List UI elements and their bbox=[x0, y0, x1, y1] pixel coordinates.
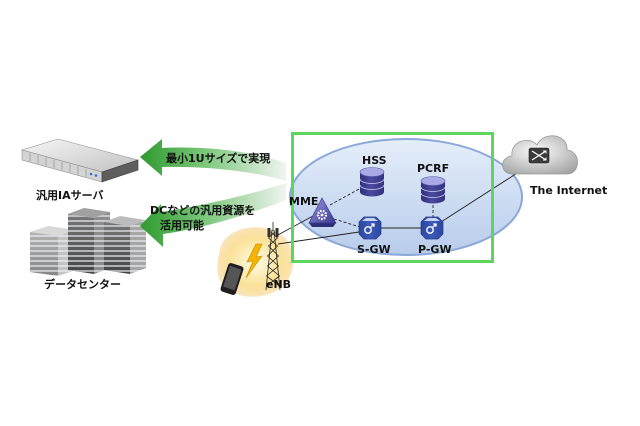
mme-label: MME bbox=[289, 195, 318, 208]
link-pgw-internet bbox=[440, 169, 523, 223]
switch-arrow bbox=[531, 150, 547, 161]
datacenter-buildings-icon bbox=[30, 208, 146, 276]
pgw-label: P-GW bbox=[418, 243, 452, 256]
tower-bracing bbox=[266, 231, 281, 287]
db-top bbox=[359, 167, 385, 177]
enb-area bbox=[217, 222, 294, 297]
server-led bbox=[94, 174, 98, 177]
switch-arrowhead bbox=[543, 150, 547, 154]
datacenter-label: データセンター bbox=[44, 277, 121, 291]
gw-symbol-arrowhead bbox=[433, 223, 437, 227]
link-mme-sgw bbox=[333, 218, 361, 228]
building-front-windows bbox=[104, 222, 130, 274]
db-top bbox=[420, 176, 446, 186]
db-stripe bbox=[420, 186, 446, 192]
gw-symbol-arrowhead bbox=[371, 223, 375, 227]
sgw-label: S-GW bbox=[357, 243, 391, 256]
hss-database-icon bbox=[359, 167, 385, 197]
server-led bbox=[89, 172, 93, 176]
server-drive-bays bbox=[29, 153, 87, 177]
pcrf-label: PCRF bbox=[417, 162, 449, 175]
arrow-general-resources-label-line1: DCなどの汎用資源を bbox=[150, 203, 255, 217]
tower-bracing bbox=[265, 231, 280, 287]
pcrf-database-icon bbox=[420, 176, 446, 204]
arrow-general-resources bbox=[140, 183, 286, 247]
cell-tower-icon bbox=[265, 222, 281, 291]
db-body bbox=[360, 172, 384, 192]
building-top bbox=[104, 216, 146, 226]
tower-antenna bbox=[275, 228, 279, 237]
building-top bbox=[30, 226, 76, 236]
link-enb-mme bbox=[275, 215, 314, 237]
epc-core-ellipse bbox=[289, 138, 523, 256]
enb-label: eNB bbox=[266, 278, 291, 291]
cloud-icon bbox=[502, 135, 578, 175]
db-body bbox=[421, 181, 445, 199]
pgw-gateway-router-icon bbox=[420, 216, 444, 240]
gw-symbol-ring bbox=[364, 226, 372, 234]
mme-base bbox=[309, 223, 336, 227]
server-side-face bbox=[101, 159, 139, 183]
gear-teeth bbox=[316, 209, 328, 221]
building-side-windows bbox=[130, 220, 146, 274]
switch-arrowhead bbox=[543, 157, 547, 161]
phone-screen bbox=[223, 265, 242, 291]
gw-symbol-ring bbox=[426, 226, 434, 234]
building-middle bbox=[68, 208, 110, 274]
db-stripe bbox=[359, 184, 385, 190]
link-mme-hss bbox=[329, 187, 362, 206]
virtualized-epc-frame bbox=[291, 132, 494, 263]
mme-pyramid bbox=[308, 197, 337, 224]
arrow-compact-size-label: 最小1Uサイズで実現 bbox=[166, 151, 270, 165]
db-bottom bbox=[360, 187, 384, 197]
gw-top-highlight bbox=[424, 218, 440, 221]
tower-antenna bbox=[267, 228, 271, 237]
gear-hub bbox=[320, 213, 324, 217]
lightning-icon bbox=[245, 243, 263, 279]
hss-label: HSS bbox=[362, 154, 387, 167]
arrow-compact-size bbox=[140, 139, 286, 181]
internet-label: The Internet bbox=[530, 184, 607, 197]
mme-gear-icon bbox=[308, 197, 337, 227]
building-front-windows bbox=[30, 232, 58, 276]
db-stripe bbox=[420, 192, 446, 198]
building-right bbox=[104, 216, 146, 274]
rack-server-icon bbox=[20, 138, 140, 183]
gw-top-highlight bbox=[362, 218, 378, 221]
building-front-windows bbox=[68, 214, 94, 274]
server-label: 汎用IAサーバ bbox=[36, 188, 104, 202]
arrow-general-resources-label-line2: 活用可能 bbox=[160, 218, 204, 232]
building-top bbox=[68, 208, 110, 218]
sgw-gateway-router-icon bbox=[358, 216, 382, 240]
smartphone-icon bbox=[220, 263, 244, 295]
db-stripe bbox=[359, 178, 385, 184]
